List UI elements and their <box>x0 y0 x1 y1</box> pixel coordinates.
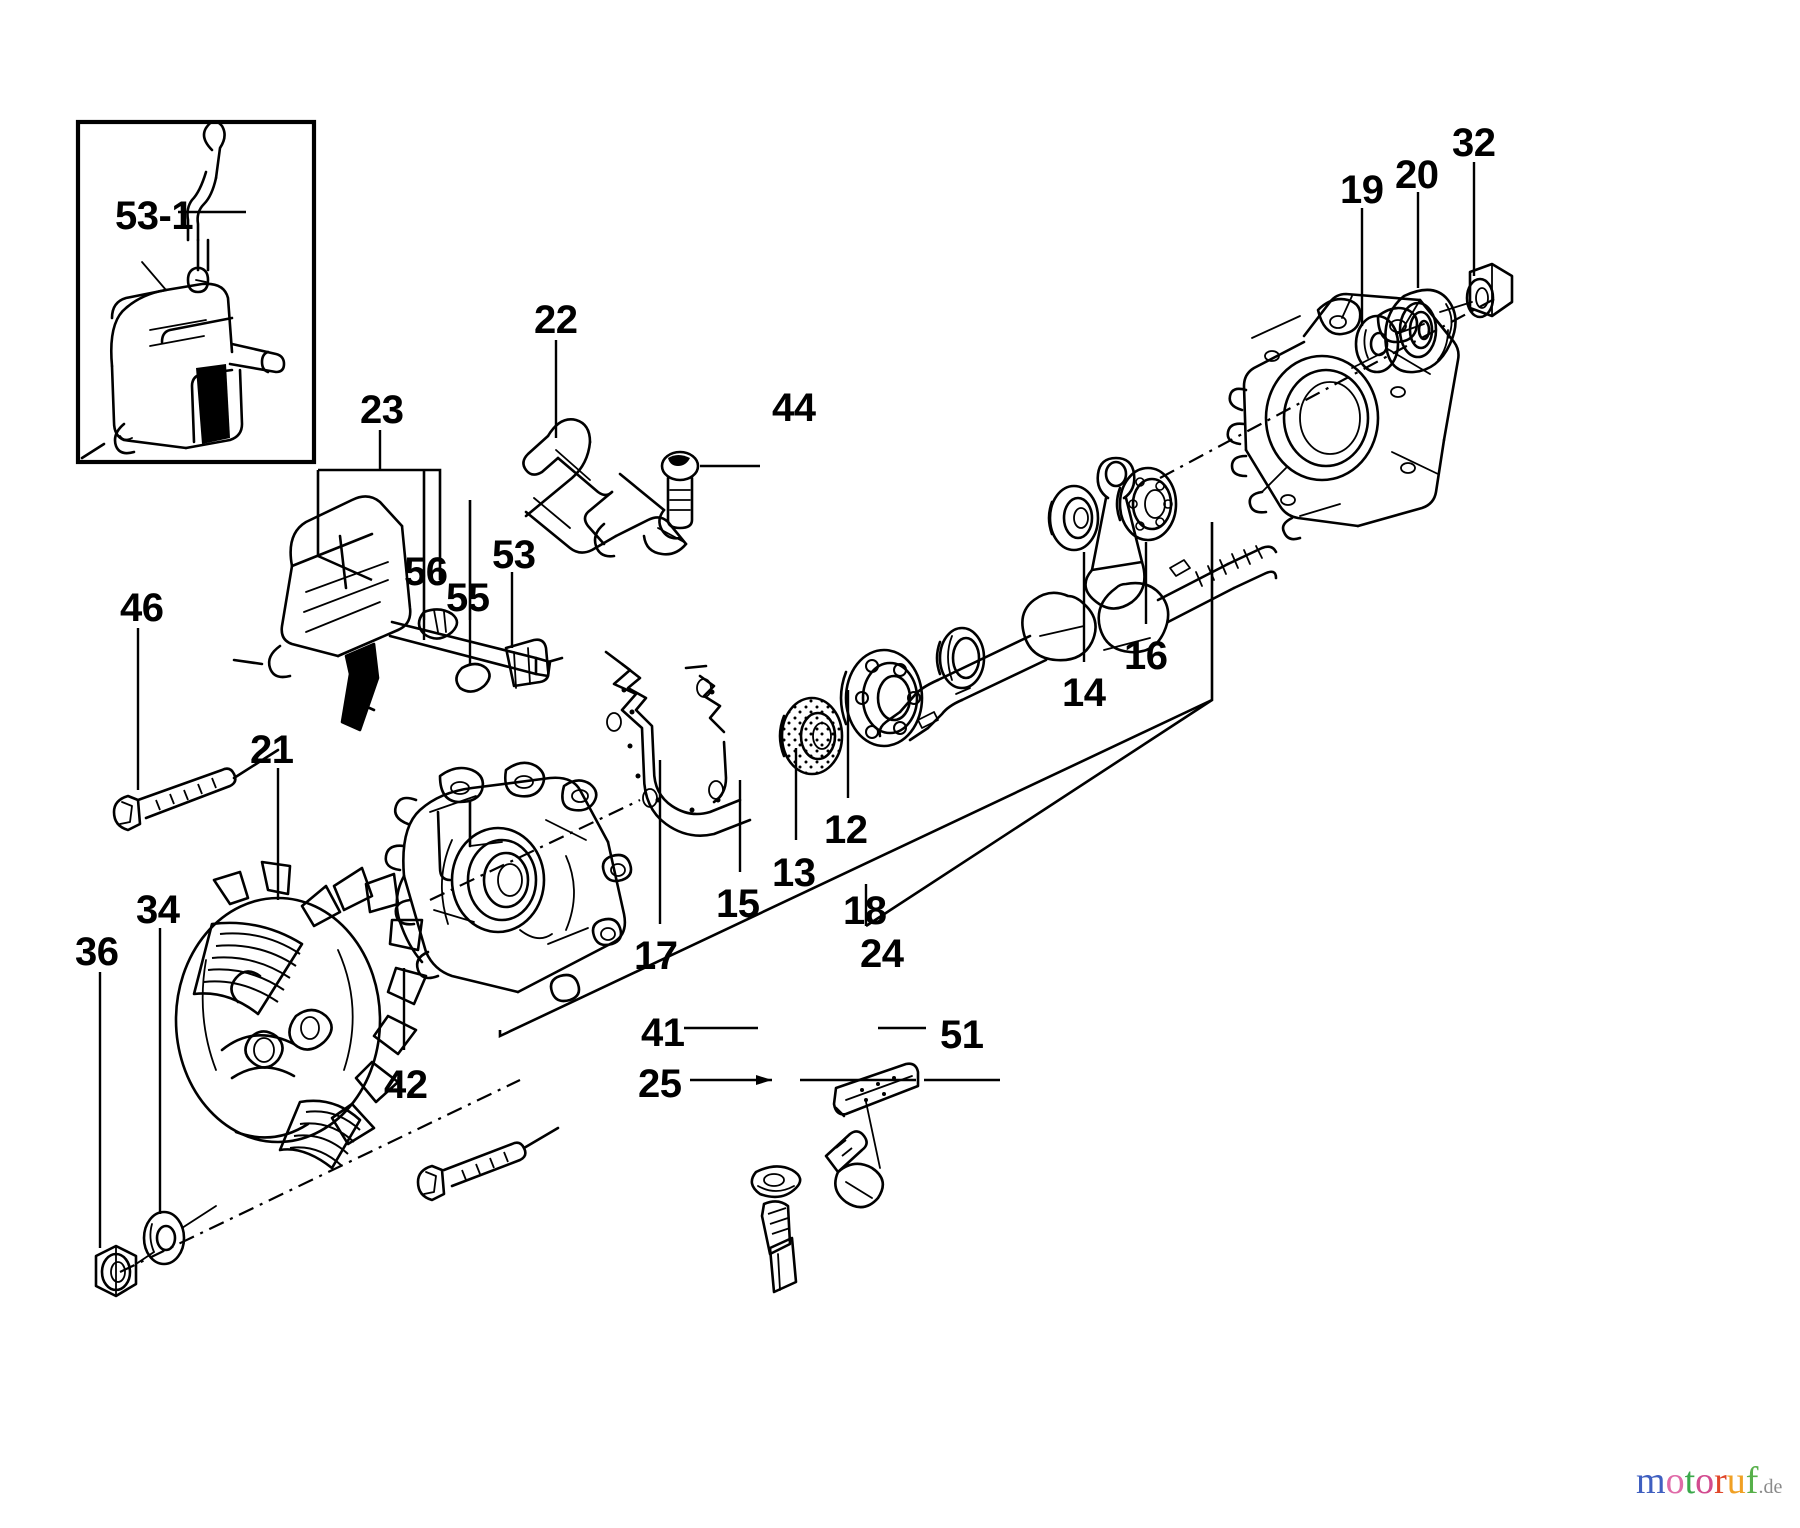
callout-55: 55 <box>446 576 490 620</box>
callout-51: 51 <box>940 1013 984 1057</box>
wm-letter-o-1: o <box>1665 1460 1685 1502</box>
callout-25: 25 <box>638 1062 682 1106</box>
bearing-13 <box>839 648 924 748</box>
callout-15: 15 <box>716 882 760 926</box>
clutch-drum-20 <box>1384 288 1457 374</box>
nut-36 <box>94 1244 138 1298</box>
callout-46: 46 <box>120 586 164 630</box>
screw-25 <box>760 1200 798 1294</box>
callout-12: 12 <box>824 808 868 852</box>
bearing-14 <box>1047 484 1100 552</box>
crankcase-half-right <box>1226 292 1460 541</box>
watermark-motoruf: motoruf.de <box>1636 1462 1782 1500</box>
callout-32: 32 <box>1452 121 1496 165</box>
ground-lead-wire <box>186 120 226 294</box>
callout-23: 23 <box>360 388 404 432</box>
callout-53: 53 <box>492 533 536 577</box>
leader-lines <box>98 162 1501 1273</box>
crankcase-half-left <box>384 761 633 1003</box>
inset-panel-53-1 <box>75 119 317 465</box>
ignition-coil-module <box>80 282 286 460</box>
callout-20: 20 <box>1395 153 1439 197</box>
screw-44 <box>660 450 700 530</box>
callout-19: 19 <box>1340 168 1384 212</box>
coil-bracket-assembly-23 <box>232 495 564 732</box>
oil-seal-12 <box>935 626 986 690</box>
callout-56: 56 <box>404 550 448 594</box>
wm-letter-f: f <box>1745 1460 1759 1502</box>
callout-17: 17 <box>634 934 678 978</box>
bolt-42 <box>416 1126 560 1202</box>
screw-51 <box>824 1130 885 1209</box>
callout-16: 16 <box>1124 634 1168 678</box>
callout-22: 22 <box>534 298 578 342</box>
bearing-15 <box>778 696 844 776</box>
bearing-16 <box>1115 466 1178 542</box>
callout-14: 14 <box>1062 671 1106 715</box>
washer-34 <box>142 1210 186 1266</box>
callout-44: 44 <box>772 386 816 430</box>
wm-letter-u: u <box>1726 1460 1746 1502</box>
woodruff-key-24 <box>832 1062 920 1118</box>
wm-letter-r: r <box>1714 1460 1727 1502</box>
callout-41: 41 <box>641 1011 685 1055</box>
flywheel-21 <box>174 860 428 1170</box>
washer-41 <box>750 1165 802 1199</box>
wm-suffix: .de <box>1758 1476 1783 1498</box>
callout-53-1: 53-1 <box>115 194 194 238</box>
callout-21: 21 <box>250 728 294 772</box>
callout-36: 36 <box>75 930 119 974</box>
callout-34: 34 <box>136 888 180 932</box>
callout-18: 18 <box>843 889 887 933</box>
nut-32 <box>1465 262 1514 319</box>
callout-13: 13 <box>772 851 816 895</box>
bracket-22 <box>522 418 688 558</box>
wm-letter-o-2: o <box>1695 1460 1715 1502</box>
callout-24: 24 <box>860 932 904 976</box>
wm-letter-m: m <box>1636 1460 1666 1502</box>
bolt-46 <box>112 748 280 832</box>
wm-letter-t: t <box>1684 1460 1696 1502</box>
gasket-17 <box>604 650 752 837</box>
callout-42: 42 <box>384 1063 428 1107</box>
